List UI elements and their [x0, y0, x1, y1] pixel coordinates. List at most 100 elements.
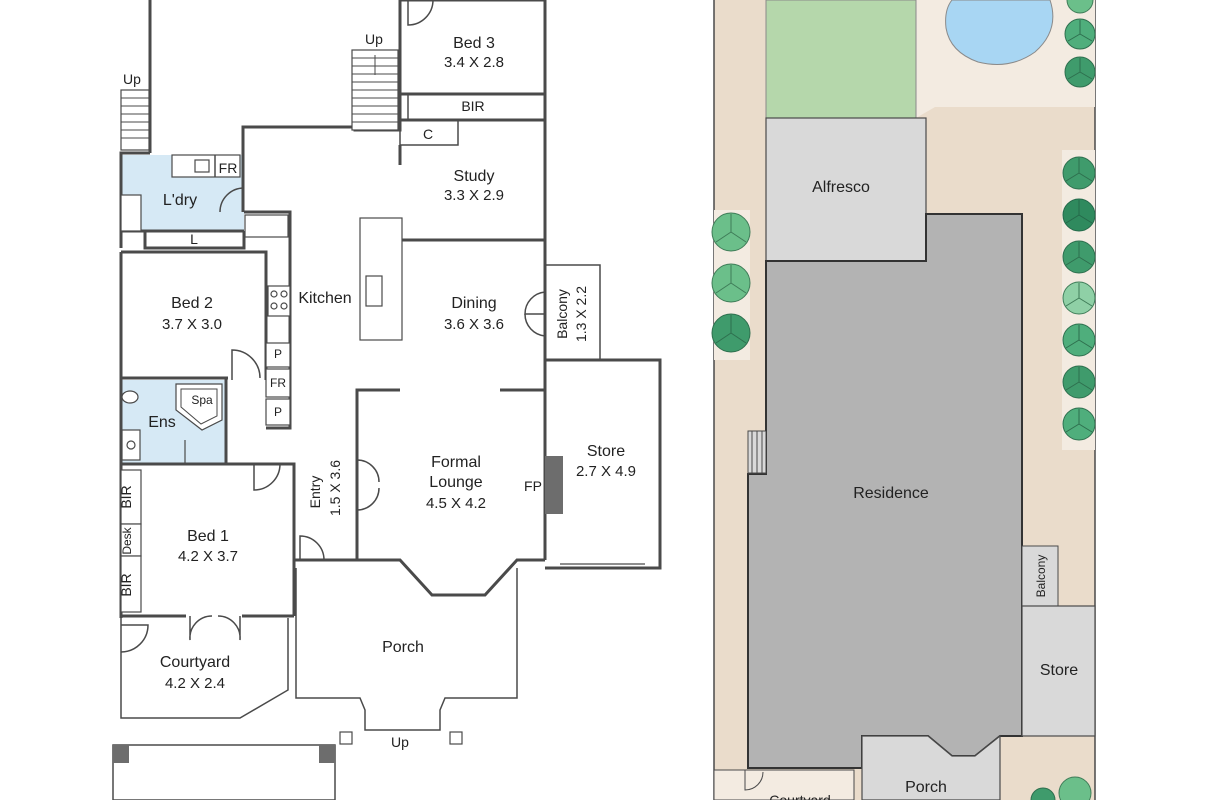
linen-label: L: [190, 231, 198, 247]
courtyard-dims: 4.2 X 2.4: [165, 675, 225, 692]
kitchen-bench: [244, 214, 289, 238]
bir-label: BIR: [118, 485, 134, 508]
burner: [280, 290, 288, 298]
bir-closet: [120, 555, 142, 613]
tree: [1058, 776, 1092, 805]
courtyard-area: [713, 769, 855, 801]
porch-outline: [295, 568, 518, 731]
alfresco-area: [765, 117, 927, 262]
tree: [1064, 56, 1096, 88]
bed1-dims: 4.2 X 3.7: [178, 548, 238, 565]
spa: [175, 383, 223, 431]
door-swing: [524, 291, 546, 315]
bir-label: BIR: [118, 573, 134, 596]
stairs-up-label: Up: [123, 71, 141, 87]
balcony-dims: 1.3 X 2.2: [573, 286, 589, 342]
tree: [711, 263, 751, 303]
site-plan: Alfresco Residence Balcony Store Porch C…: [711, 0, 1096, 805]
bed3-name: Bed 3: [453, 35, 495, 52]
fridge-label: FR: [270, 376, 286, 390]
wall: [545, 358, 662, 570]
door-swing: [744, 770, 764, 791]
ensuite-name: Ens: [148, 414, 176, 431]
post: [449, 731, 463, 745]
entry-dims: 1.5 X 3.6: [327, 460, 343, 516]
alfresco-label: Alfresco: [812, 179, 870, 196]
pantry: [265, 342, 291, 368]
pantry-label: P: [274, 347, 282, 361]
balcony-area: [1021, 545, 1059, 607]
wall: [355, 388, 545, 597]
burner: [270, 290, 278, 298]
store-area: [1021, 605, 1096, 737]
fridge: [265, 368, 291, 398]
door-swing: [407, 0, 434, 26]
bed1-name: Bed 1: [187, 528, 229, 545]
tree: [1062, 281, 1096, 315]
lounge-name-line1: Formal: [431, 454, 481, 471]
bed3-dims: 3.4 X 2.8: [444, 54, 504, 71]
bed2-dims: 3.7 X 3.0: [162, 316, 222, 333]
lawn: [765, 0, 917, 119]
tree: [1062, 407, 1096, 441]
fireplace-label: FP: [524, 478, 542, 494]
store-name: Store: [587, 443, 625, 460]
toilet: [121, 390, 139, 404]
kitchen-sink: [365, 275, 383, 307]
laundry-fr-label: FR: [219, 160, 238, 176]
store-dims: 2.7 X 4.9: [576, 463, 636, 480]
balcony-name: Balcony: [554, 289, 570, 339]
tree: [1066, 0, 1094, 14]
laundry-tub: [120, 194, 142, 232]
door-swing: [299, 535, 325, 561]
pantry: [265, 398, 291, 426]
tree: [1062, 365, 1096, 399]
door-swing: [217, 615, 241, 641]
garage-outline: [112, 744, 336, 801]
post: [339, 731, 353, 745]
stairs: [351, 49, 399, 131]
residence-label: Residence: [853, 485, 929, 502]
entry-name: Entry: [307, 476, 323, 509]
kitchen-name: Kitchen: [298, 290, 351, 307]
tree: [711, 212, 751, 252]
pool: [945, 0, 1054, 65]
tree: [1062, 198, 1096, 232]
door-swing: [219, 187, 245, 213]
site-store-label: Store: [1040, 662, 1078, 679]
tree: [1062, 156, 1096, 190]
lounge-dims: 4.5 X 4.2: [426, 495, 486, 512]
burner: [280, 302, 288, 310]
bir-label: BIR: [461, 98, 484, 114]
study-dims: 3.3 X 2.9: [444, 187, 504, 204]
study-name: Study: [454, 168, 495, 185]
courtyard-outline: [120, 618, 289, 719]
wall: [244, 210, 292, 430]
door-swing: [231, 349, 261, 380]
stairs: [120, 89, 150, 151]
stairs: [747, 430, 767, 474]
laundry-sink: [194, 159, 210, 173]
door-swing: [189, 615, 213, 641]
spa-inner: [180, 388, 218, 425]
burner: [270, 302, 278, 310]
desk-label: Desk: [120, 526, 134, 554]
tree: [1064, 18, 1096, 50]
wall: [143, 231, 246, 250]
dining-name: Dining: [451, 295, 496, 312]
spa-label: Spa: [191, 393, 213, 407]
porch-up-label: Up: [391, 734, 409, 750]
balcony-outline: [545, 264, 601, 360]
door-swing: [524, 313, 546, 337]
wall: [121, 250, 268, 380]
door-swing: [356, 459, 380, 511]
cooktop: [267, 285, 291, 317]
cupboard-label: C: [423, 126, 433, 142]
site-porch-label: Porch: [905, 779, 947, 796]
site-courtyard-label: Courtyard: [769, 792, 830, 800]
fireplace: [545, 456, 563, 514]
lounge-name-line2: Lounge: [429, 474, 482, 491]
floor-plan: Bed 3 3.4 X 2.8 BIR C Study 3.3 X 2.9 FR…: [112, 0, 662, 801]
